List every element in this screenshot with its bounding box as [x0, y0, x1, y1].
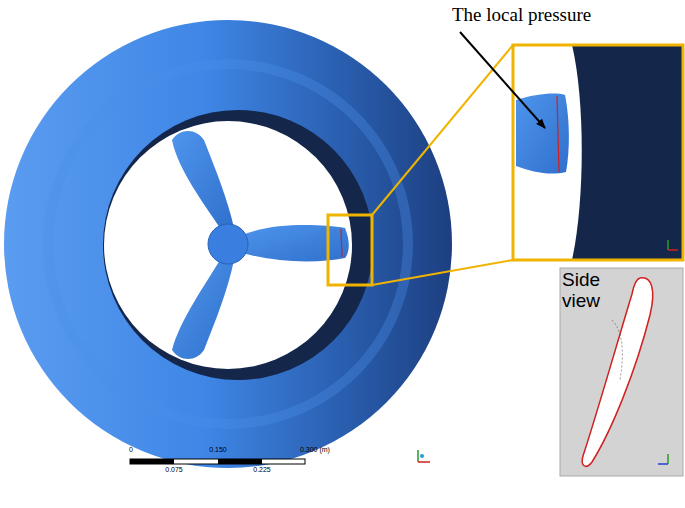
duct-hole — [104, 121, 352, 369]
scale-value: 0.150 — [209, 446, 227, 453]
propeller-blade — [240, 225, 349, 261]
propeller-blade — [172, 260, 234, 359]
scale-value: 0.225 — [253, 466, 271, 473]
scale-value: 0.300 (m) — [300, 446, 330, 453]
scale-value: 0 — [129, 446, 133, 453]
panel-title: Side view — [562, 270, 622, 312]
axis-triad — [418, 240, 678, 464]
pointer-arrow — [460, 32, 545, 128]
zoom-frame — [328, 215, 372, 285]
panel-caption: Side view — [562, 270, 622, 312]
side-view-panel — [560, 268, 683, 476]
duct-outer — [4, 20, 452, 468]
duct-inner-surface — [103, 110, 373, 380]
propeller-hub — [208, 224, 248, 264]
callout-text: The local pressure — [452, 4, 591, 26]
propeller-blade — [172, 131, 234, 228]
zoom-frame — [513, 45, 683, 260]
scale-bar — [130, 459, 305, 464]
scale-value: 0.075 — [165, 466, 183, 473]
